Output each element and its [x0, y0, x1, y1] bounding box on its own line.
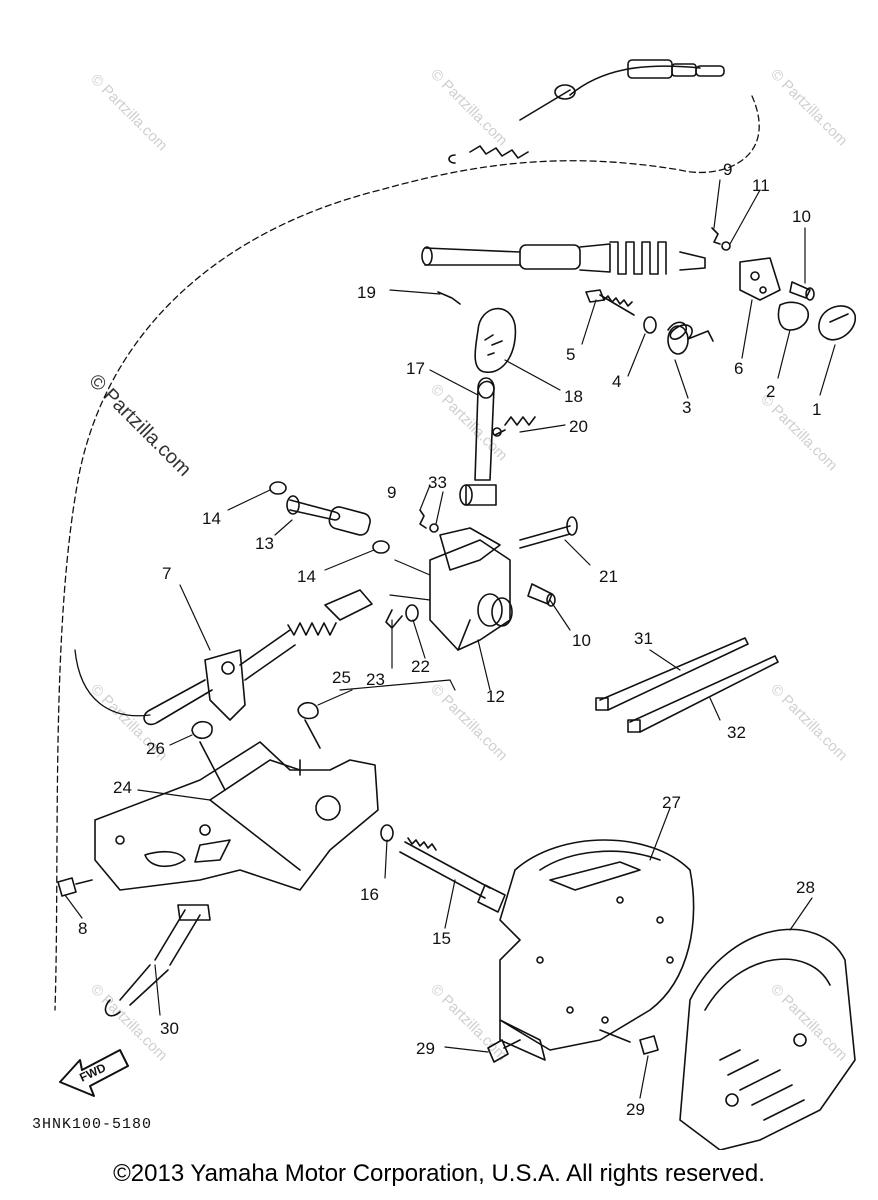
callout-14-top: 14 — [202, 509, 221, 528]
pin-10-mid — [527, 583, 553, 605]
callout-5: 5 — [566, 345, 575, 364]
callout-16: 16 — [360, 885, 379, 904]
callout-10-mid: 10 — [572, 631, 591, 650]
bolt-25 — [297, 701, 319, 720]
oring-14-bottom — [372, 540, 390, 554]
callout-2: 2 — [766, 382, 775, 401]
housing-12 — [429, 539, 511, 651]
cable-route-lower — [74, 649, 151, 717]
cable-30 — [104, 904, 211, 1017]
cable-tie-31 — [599, 637, 749, 711]
bolt-26 — [191, 720, 213, 740]
washer-4 — [643, 316, 657, 334]
lever-17 — [474, 380, 495, 481]
exploded-view-drawing: © Partzilla.com © Partzilla.com © Partzi… — [54, 59, 856, 1150]
pin-10-top — [789, 281, 811, 299]
control-cable-7 — [143, 589, 373, 726]
callout-9-top: 9 — [723, 160, 732, 179]
watermark-text: © Partzilla.com — [767, 981, 850, 1064]
washer-22 — [405, 604, 419, 622]
washer-33 — [429, 523, 439, 533]
throttle-cable-top — [448, 59, 725, 164]
oring-14-top — [269, 481, 287, 495]
clip-23 — [385, 609, 403, 629]
shift-lever-assembly — [437, 291, 536, 506]
clip-9-top — [711, 227, 721, 245]
callout-28: 28 — [796, 878, 815, 897]
callout-22: 22 — [411, 657, 430, 676]
callout-12: 12 — [486, 687, 505, 706]
callout-29-left: 29 — [416, 1039, 435, 1058]
fwd-label: FWD — [77, 1060, 108, 1084]
callout-19: 19 — [357, 283, 376, 302]
knob-18 — [474, 307, 517, 373]
watermark-text: © Partzilla.com — [87, 71, 170, 154]
bolt-29-left — [487, 1039, 521, 1063]
callout-1: 1 — [812, 400, 821, 419]
callout-8: 8 — [78, 919, 87, 938]
cover-27 — [499, 839, 695, 1061]
drawing-code: 3HNK100-5180 — [32, 1116, 153, 1133]
callout-31: 31 — [634, 629, 653, 648]
callout-30: 30 — [160, 1019, 179, 1038]
callout-7: 7 — [162, 564, 171, 583]
callout-18: 18 — [564, 387, 583, 406]
shift-cable — [421, 241, 706, 275]
watermark-text: © Partzilla.com — [757, 391, 840, 474]
spring-3 — [667, 321, 714, 342]
leader-lines — [64, 179, 836, 1099]
clip-9-mid — [419, 509, 427, 529]
callout-24: 24 — [113, 778, 132, 797]
cap-1 — [818, 305, 856, 341]
callout-9-mid: 9 — [387, 483, 396, 502]
middle-parts — [269, 481, 578, 651]
callout-27: 27 — [662, 793, 681, 812]
callout-32: 32 — [727, 723, 746, 742]
callout-33: 33 — [428, 473, 447, 492]
callout-26: 26 — [146, 739, 165, 758]
callout-10-top: 10 — [792, 207, 811, 226]
callout-13: 13 — [255, 534, 274, 553]
fwd-arrow: FWD — [59, 1049, 129, 1097]
collar-2 — [777, 301, 810, 331]
watermark-large-text: © Partzilla.com — [84, 370, 195, 481]
bolt-8 — [57, 877, 77, 897]
callout-4: 4 — [612, 372, 621, 391]
washer-16 — [380, 824, 394, 842]
callout-29-right: 29 — [626, 1100, 645, 1119]
copyright-notice: ©2013 Yamaha Motor Corporation, U.S.A. A… — [113, 1160, 765, 1187]
watermark-text: © Partzilla.com — [767, 681, 850, 764]
watermark-text: © Partzilla.com — [427, 981, 510, 1064]
cable-tie-32 — [629, 655, 779, 733]
callout-21: 21 — [599, 567, 618, 586]
callout-25: 25 — [332, 668, 351, 687]
watermark-text: © Partzilla.com — [767, 66, 850, 149]
callout-17: 17 — [406, 359, 425, 378]
bolt-15 — [399, 837, 506, 913]
bolt-29-right — [599, 1029, 659, 1055]
callout-23: 23 — [366, 670, 385, 689]
upper-right-parts — [585, 227, 856, 355]
callout-20: 20 — [569, 417, 588, 436]
callout-14-bottom: 14 — [297, 567, 316, 586]
screw-19 — [437, 291, 461, 305]
watermark-text: © Partzilla.com — [427, 381, 510, 464]
cable-route-dashed — [54, 95, 760, 1011]
cover-28 — [679, 928, 856, 1150]
sleeve-13 — [289, 499, 341, 521]
callout-6: 6 — [734, 359, 743, 378]
callout-numbers: 1 2 3 4 5 6 7 8 9 9 10 10 11 12 13 14 14… — [78, 160, 821, 1119]
callout-15: 15 — [432, 929, 451, 948]
callout-11: 11 — [752, 176, 770, 195]
watermark-text: © Partzilla.com — [427, 66, 510, 149]
cable-ties — [595, 637, 779, 733]
spring-20 — [504, 416, 536, 426]
bracket-24 — [57, 679, 456, 897]
callout-3: 3 — [682, 398, 691, 417]
washer-11 — [721, 241, 731, 251]
bracket-6 — [739, 257, 781, 301]
pin-21 — [519, 525, 571, 541]
